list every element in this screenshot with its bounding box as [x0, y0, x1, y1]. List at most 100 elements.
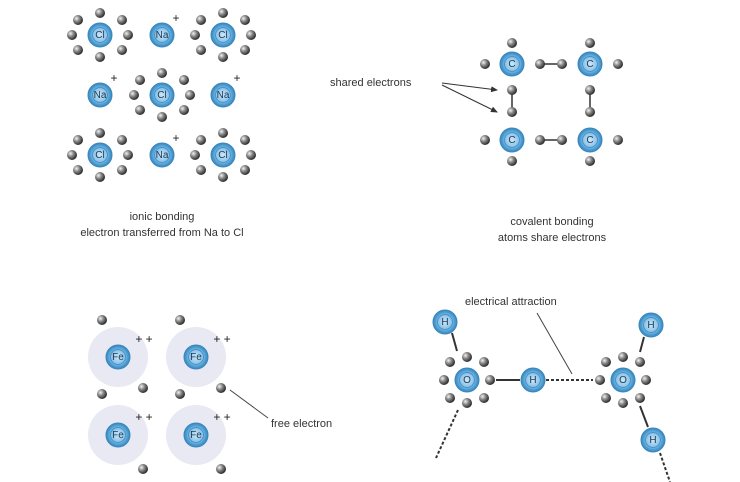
valence-electron: [157, 68, 167, 78]
atom-symbol: C: [508, 59, 515, 70]
nucleus-inner-ring: [110, 349, 126, 365]
atom-symbol: H: [529, 375, 536, 386]
chloride-ion: Cl: [87, 142, 113, 168]
valence-electron: [246, 150, 256, 160]
nucleus-circle: [149, 22, 175, 48]
free-electron: [138, 383, 148, 393]
positive-charge: +: [172, 131, 179, 145]
nucleus-inner-ring: [154, 87, 170, 103]
valence-electron: [462, 398, 472, 408]
shared-electron: [557, 59, 567, 69]
hydrogen-atom: H: [638, 312, 664, 338]
valence-electron: [196, 15, 206, 25]
iron-ion: Fe: [183, 344, 209, 370]
carbon-atom: C: [577, 51, 603, 77]
chloride-ion: Cl: [87, 22, 113, 48]
valence-electron: [123, 150, 133, 160]
valence-electron: [157, 112, 167, 122]
free-electron-pointer: [229, 389, 269, 419]
valence-electron: [601, 357, 611, 367]
atom-symbol: H: [441, 317, 448, 328]
atom-symbol: Na: [94, 90, 107, 101]
valence-electron: [73, 165, 83, 175]
nucleus-inner-ring: [154, 27, 170, 43]
free-electron: [175, 315, 185, 325]
covalent-bonding-panel: C C C C: [480, 38, 623, 166]
nucleus-circle: [149, 142, 175, 168]
shared-electrons-arrow-1: [441, 82, 498, 93]
nucleus-inner-ring: [92, 27, 108, 43]
valence-electron: [117, 135, 127, 145]
shared-electrons-label: shared electrons: [330, 77, 412, 89]
nucleus-inner-ring: [215, 147, 231, 163]
shared-electron: [507, 107, 517, 117]
valence-electron: [246, 30, 256, 40]
valence-electron: [462, 352, 472, 362]
atom-symbol: Fe: [190, 352, 202, 363]
valence-electron: [196, 165, 206, 175]
nucleus-circle: [499, 51, 525, 77]
chloride-ion: Cl: [210, 22, 236, 48]
nucleus-inner-ring: [582, 56, 598, 72]
valence-electron: [485, 375, 495, 385]
atom-symbol: Na: [156, 150, 169, 161]
carbon-atom: C: [499, 127, 525, 153]
valence-electron: [635, 393, 645, 403]
nucleus-inner-ring: [645, 432, 661, 448]
oxygen-atom: O: [454, 367, 480, 393]
nucleus-circle: [499, 127, 525, 153]
hydrogen-atom: H: [432, 309, 458, 335]
valence-electron: [73, 135, 83, 145]
valence-electron: [67, 150, 77, 160]
valence-electron: [445, 357, 455, 367]
atom-symbol: C: [586, 135, 593, 146]
atom-symbol: Fe: [190, 430, 202, 441]
free-electron: [97, 389, 107, 399]
shared-electrons-arrow-2: [441, 84, 498, 113]
electron: [480, 59, 490, 69]
hydrogen-bond-line: [659, 452, 671, 482]
atom-symbol: O: [463, 375, 471, 386]
valence-electron: [179, 75, 189, 85]
valence-electron: [135, 75, 145, 85]
chloride-ion: Cl: [149, 82, 175, 108]
nucleus-circle: [105, 344, 131, 370]
nucleus-inner-ring: [525, 372, 541, 388]
positive-charge: +: [110, 71, 117, 85]
valence-electron: [479, 393, 489, 403]
oxygen-atom: O: [610, 367, 636, 393]
nucleus-circle: [87, 82, 113, 108]
nucleus-circle: [105, 422, 131, 448]
nucleus-circle: [610, 367, 636, 393]
positive-charge: +: [233, 71, 240, 85]
valence-electron: [618, 352, 628, 362]
electrical-attraction-pointer: [536, 312, 573, 375]
valence-electron: [218, 8, 228, 18]
iron-ion: Fe: [105, 344, 131, 370]
covalent-bond-line: [451, 332, 458, 352]
valence-electron: [190, 30, 200, 40]
valence-electron: [117, 45, 127, 55]
hydrogen-atom: H: [520, 367, 546, 393]
valence-electron: [218, 128, 228, 138]
electron: [585, 156, 595, 166]
valence-electron: [129, 90, 139, 100]
valence-electron: [95, 52, 105, 62]
nucleus-circle: [210, 22, 236, 48]
valence-electron: [218, 52, 228, 62]
nucleus-circle: [183, 422, 209, 448]
positive-charge: +: [172, 11, 179, 25]
valence-electron: [445, 393, 455, 403]
electron: [480, 135, 490, 145]
atom-symbol: Cl: [218, 150, 227, 161]
nucleus-circle: [87, 142, 113, 168]
nucleus-circle: [577, 51, 603, 77]
nucleus-inner-ring: [92, 147, 108, 163]
valence-electron: [185, 90, 195, 100]
nucleus-inner-ring: [215, 87, 231, 103]
sodium-ion: Na: [149, 22, 175, 48]
shared-electron: [585, 85, 595, 95]
electrical-attraction-label: electrical attraction: [465, 296, 557, 308]
nucleus-inner-ring: [437, 314, 453, 330]
electron: [507, 38, 517, 48]
